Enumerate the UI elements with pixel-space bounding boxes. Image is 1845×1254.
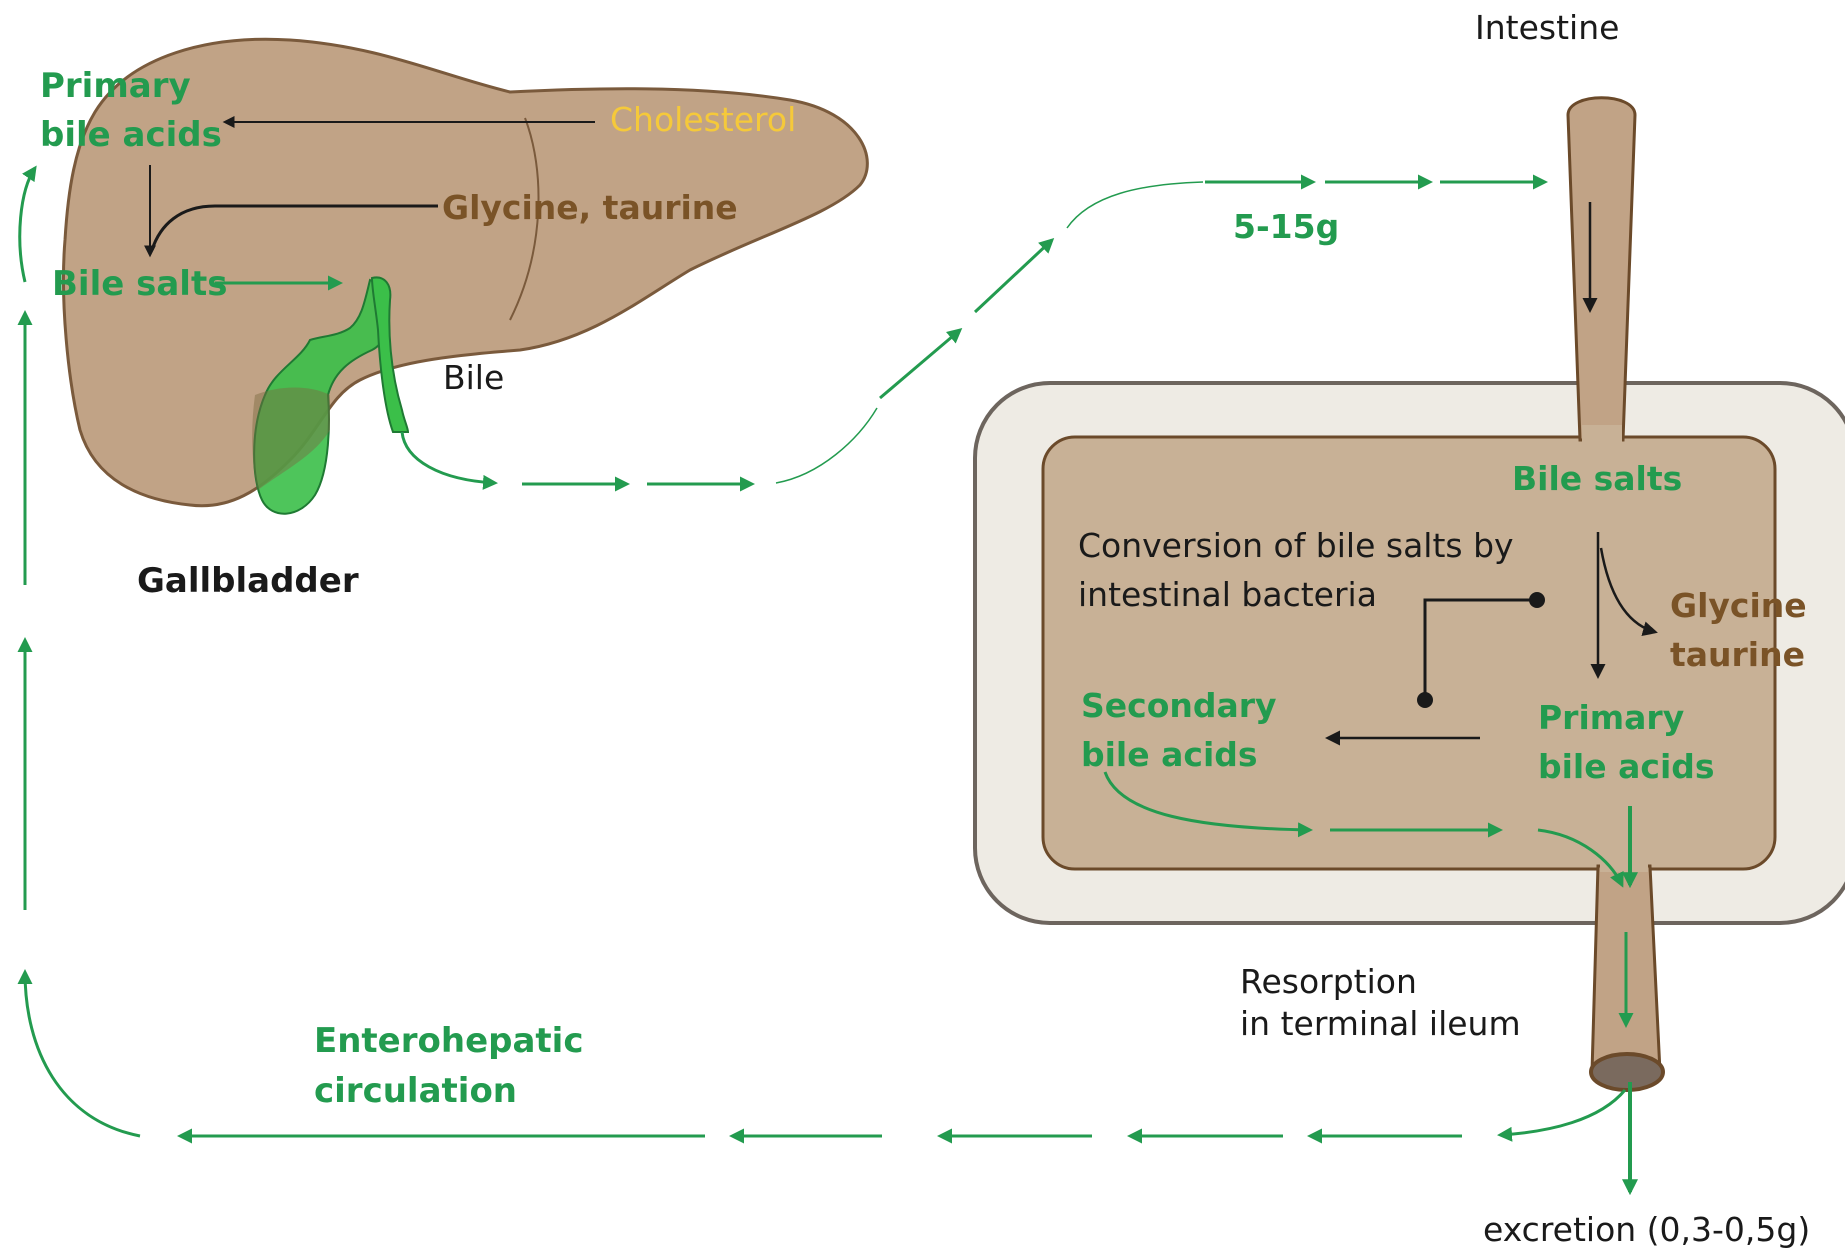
label-cholesterol: Cholesterol <box>610 100 796 139</box>
label-enterohepatic-1: Enterohepatic <box>314 1021 583 1061</box>
label-gallbladder: Gallbladder <box>137 561 359 601</box>
label-primary-bile-acids-liver-2: bile acids <box>40 115 222 155</box>
label-intestine: Intestine <box>1475 8 1619 47</box>
label-primary-bile-acids-liver-1: Primary <box>40 66 191 106</box>
label-primary-bile-acids-intestine-2: bile acids <box>1538 747 1715 786</box>
connector-dot-top <box>1529 592 1545 608</box>
intestine-upper-tube <box>1568 98 1635 440</box>
connector-dot-bottom <box>1417 692 1433 708</box>
label-resorption-1: Resorption <box>1240 962 1417 1001</box>
label-glycine-intestine-2: taurine <box>1670 635 1805 674</box>
arrow-bile-out <box>402 432 495 483</box>
label-conversion-1: Conversion of bile salts by <box>1078 526 1514 565</box>
label-glycine-intestine-1: Glycine <box>1670 586 1807 625</box>
label-secondary-bile-acids-2: bile acids <box>1081 735 1258 774</box>
arrow-return-curve-up <box>25 972 140 1136</box>
label-conversion-2: intestinal bacteria <box>1078 575 1377 614</box>
label-amount-5-15g: 5-15g <box>1233 207 1339 246</box>
label-bile-salts-intestine: Bile salts <box>1512 459 1682 498</box>
label-excretion: excretion (0,3-0,5g) <box>1483 1210 1810 1249</box>
label-bile-salts-liver: Bile salts <box>52 264 227 304</box>
arrow-diag-2 <box>975 240 1052 312</box>
label-bile: Bile <box>443 358 504 397</box>
intestine-tube-opening <box>1591 1054 1663 1090</box>
arrow-bile-curve-up <box>776 408 877 483</box>
label-secondary-bile-acids-1: Secondary <box>1081 686 1277 725</box>
label-primary-bile-acids-intestine-1: Primary <box>1538 698 1684 737</box>
arrow-left-to-liver <box>20 168 35 282</box>
label-resorption-2: in terminal ileum <box>1240 1004 1521 1043</box>
arrow-to-intestine-curve <box>1067 182 1203 228</box>
label-glycine-taurine-liver: Glycine, taurine <box>442 188 738 227</box>
arrow-diag-1 <box>880 330 960 398</box>
intestine-inner-lumen <box>1043 437 1775 869</box>
label-enterohepatic-2: circulation <box>314 1071 517 1111</box>
arrow-resorption-return <box>1500 1090 1625 1135</box>
